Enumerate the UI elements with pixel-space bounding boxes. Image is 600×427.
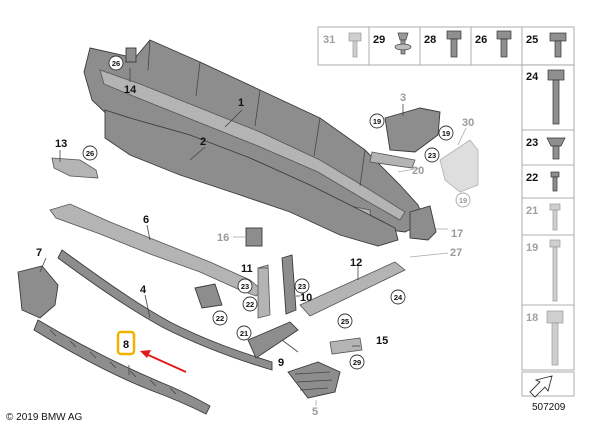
- fastener-21-label: 21: [526, 205, 538, 217]
- part-12-bracket: [299, 261, 406, 317]
- part-6-carrier-strip: [49, 203, 263, 309]
- callout-30: 30: [462, 117, 474, 129]
- fastener-18-icon: [546, 310, 564, 366]
- circle-22-b: 22: [246, 300, 254, 309]
- fastener-29-icon: [394, 32, 412, 55]
- fastener-22-icon: [550, 171, 560, 192]
- callout-27: 27: [450, 247, 462, 259]
- callout-6: 6: [143, 214, 149, 226]
- forward-direction-arrow-icon: [529, 375, 553, 398]
- circle-26-left: 26: [86, 149, 94, 158]
- part-4-trim-strip: [57, 249, 273, 371]
- fastener-25-label: 25: [526, 34, 538, 46]
- callout-1: 1: [238, 97, 244, 109]
- part-2-impact-absorber: [104, 109, 399, 247]
- fastener-26-label: 26: [475, 34, 487, 46]
- highlight-box: [116, 330, 136, 356]
- diagram-number: 507209: [532, 402, 566, 413]
- callout-13: 13: [55, 138, 67, 150]
- part-11-bracket: [257, 264, 271, 319]
- circled-callouts: 26 26 19 19 23 19 23 23 22 22 21 24 25 2…: [82, 55, 471, 370]
- callout-10: 10: [300, 292, 312, 304]
- circle-21: 21: [240, 329, 248, 338]
- red-arrow-head-icon: [140, 350, 151, 358]
- red-arrow-shaft: [145, 353, 187, 373]
- fastener-29-label: 29: [373, 34, 385, 46]
- circle-23-c: 23: [298, 282, 306, 291]
- part-30-bracket: [439, 139, 479, 193]
- fastener-23-icon: [546, 137, 566, 160]
- callout-3: 3: [400, 92, 406, 104]
- circle-29: 29: [353, 358, 361, 367]
- callout-4: 4: [140, 284, 147, 296]
- callout-17: 17: [451, 228, 463, 240]
- part-14-clip: [125, 47, 137, 63]
- circle-19-a: 19: [373, 117, 381, 126]
- callout-7: 7: [36, 247, 42, 259]
- circle-24: 24: [394, 293, 403, 302]
- callout-labels: 1 2 3 4 5 6 7 9 10 11 12 13 14 15 16 17 …: [36, 84, 474, 418]
- part-3-bracket: [369, 107, 441, 169]
- callout-11: 11: [241, 263, 253, 275]
- part-10-bracket: [281, 254, 297, 315]
- highlight-callout-8: 8: [116, 330, 187, 373]
- circle-19-b: 19: [442, 129, 450, 138]
- callout-12: 12: [350, 257, 362, 269]
- fastener-31-label: 31: [323, 34, 335, 46]
- fastener-22-label: 22: [526, 172, 538, 184]
- part-7-side-bracket: [17, 265, 59, 319]
- copyright-text: © 2019 BMW AG: [6, 412, 83, 423]
- fastener-28-icon: [446, 30, 462, 58]
- callout-15: 15: [376, 335, 388, 347]
- callout-20: 20: [412, 165, 424, 177]
- fastener-25-icon: [549, 32, 567, 58]
- part-17-bracket: [409, 205, 437, 241]
- callout-2: 2: [200, 136, 206, 148]
- leader-lines: [39, 68, 467, 406]
- callout-14: 14: [124, 84, 137, 96]
- circle-22-a: 22: [216, 314, 224, 323]
- circle-25: 25: [341, 317, 349, 326]
- fastener-28-label: 28: [424, 34, 436, 46]
- callout-16: 16: [217, 232, 229, 244]
- fastener-23-label: 23: [526, 137, 538, 149]
- fastener-31-icon: [348, 32, 362, 58]
- part-16-clip: [245, 227, 263, 247]
- callout-8: 8: [123, 339, 129, 351]
- circle-26-top: 26: [112, 59, 120, 68]
- part-8-lower-strip: [33, 319, 211, 415]
- fastener-26-icon: [496, 30, 512, 58]
- callout-9: 9: [278, 357, 284, 369]
- circle-23-a: 23: [428, 151, 436, 160]
- fastener-24-icon: [547, 69, 565, 125]
- fastener-24-label: 24: [526, 71, 539, 83]
- fastener-21-icon: [549, 203, 561, 231]
- fastener-table: 31 29 28 26 25 24 23 22 21: [317, 26, 575, 398]
- part-15-plate: [329, 337, 363, 355]
- callout-5: 5: [312, 406, 318, 418]
- circle-19-c: 19: [459, 196, 467, 205]
- fastener-18-label: 18: [526, 312, 538, 324]
- fastener-19-icon: [549, 239, 561, 302]
- part-9-mount: [247, 321, 299, 359]
- circle-23-b: 23: [241, 282, 249, 291]
- part-5-grille-insert: [287, 361, 341, 399]
- fastener-19-label: 19: [526, 242, 538, 254]
- part-13-clip: [51, 157, 99, 179]
